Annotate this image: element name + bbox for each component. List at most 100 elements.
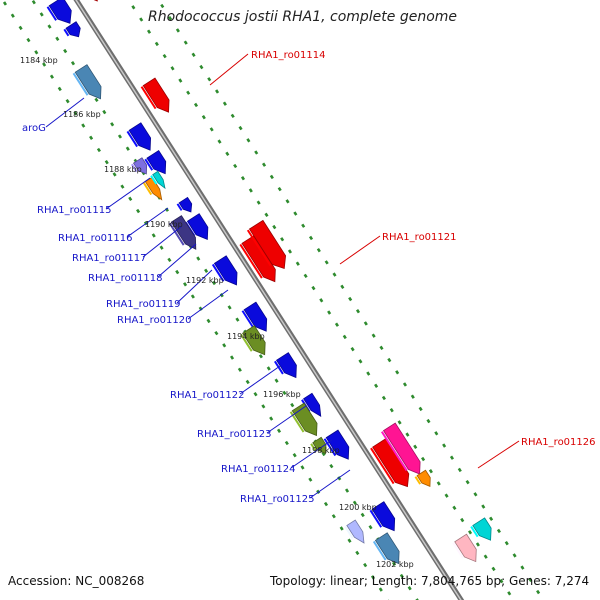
label-connector xyxy=(45,97,85,128)
blue-gene-arrow-body xyxy=(65,21,81,38)
tick-mark xyxy=(452,505,457,511)
gene-RHA1_ro01115 xyxy=(130,157,148,175)
tick-mark xyxy=(254,150,259,155)
tick-mark xyxy=(18,25,23,31)
tick-mark xyxy=(262,162,267,167)
gene-label: RHA1_ro01117 xyxy=(72,253,147,264)
gene-pink-highlight xyxy=(452,542,464,559)
tick-mark xyxy=(303,273,308,279)
blue-gene-arrow-highlight xyxy=(176,203,183,211)
gene-RHA1_ro01126 xyxy=(380,422,421,475)
label-connector xyxy=(339,235,381,265)
tick-mark xyxy=(125,146,130,151)
tick-mark xyxy=(323,501,329,507)
tick-mark xyxy=(47,24,52,29)
tick-mark xyxy=(321,451,326,457)
tick-mark xyxy=(280,237,285,242)
tick-mark xyxy=(378,587,383,592)
rna-arrow-red-highlight xyxy=(370,447,395,485)
tick-mark xyxy=(499,578,504,584)
blue-gene-arrow-body xyxy=(146,150,167,175)
gene-pink xyxy=(452,533,477,563)
position-tick-label: 1198 kbp xyxy=(302,446,340,455)
tick-mark xyxy=(348,296,353,302)
tick-mark xyxy=(520,565,525,570)
tick-mark xyxy=(168,16,173,21)
blue-gene-arrow-body xyxy=(275,352,297,379)
tick-mark xyxy=(49,74,54,79)
blue-gene-arrow xyxy=(323,429,350,460)
position-tick-label: 1196 kbp xyxy=(263,390,301,399)
tick-mark xyxy=(276,428,282,433)
label-connector xyxy=(309,469,351,499)
gene-labels: RHA1_ro01114aroGRHA1_ro01115RHA1_ro01116… xyxy=(22,50,596,505)
tick-mark xyxy=(167,257,172,263)
tick-mark xyxy=(308,235,314,241)
tick-mark xyxy=(159,245,164,250)
position-tick-label: 1194 kbp xyxy=(227,332,265,341)
blue-gene-arrow-highlight xyxy=(211,263,225,282)
gene-steelblue xyxy=(372,532,400,565)
tick-mark xyxy=(10,13,15,18)
label-connector xyxy=(477,440,520,469)
gene-RHA1_ro01121 xyxy=(246,219,287,270)
label-connector xyxy=(105,177,151,210)
tick-mark xyxy=(293,211,298,216)
tick-mark xyxy=(475,542,480,547)
tick-mark xyxy=(55,36,60,41)
tick-mark xyxy=(233,163,238,169)
tick-mark xyxy=(407,586,412,591)
tick-mark xyxy=(131,5,136,10)
tick-mark xyxy=(290,402,295,408)
gene-orange-tail xyxy=(414,469,431,487)
tick-mark xyxy=(358,359,363,364)
gene-RHA1_ro01117-body xyxy=(152,170,166,190)
tick-mark xyxy=(136,208,141,214)
blue-gene-arrow-highlight xyxy=(323,438,337,457)
tick-mark xyxy=(402,382,408,387)
label-connector xyxy=(157,243,197,278)
tick-mark xyxy=(391,561,397,566)
tick-mark xyxy=(214,330,219,336)
tick-mark xyxy=(191,52,196,58)
blue-gene-arrow-highlight xyxy=(274,360,284,375)
gene-pink-body xyxy=(454,533,477,563)
tick-mark xyxy=(230,113,235,119)
label-connector xyxy=(176,269,213,304)
tick-mark xyxy=(468,530,473,535)
blue-gene-arrow-body xyxy=(371,501,396,532)
accession-text: Accession: NC_008268 xyxy=(8,574,145,588)
tick-mark xyxy=(96,147,101,153)
genome-title: Rhodococcus jostii RHA1, complete genome xyxy=(148,9,458,25)
tick-mark xyxy=(342,334,347,340)
blue-gene-arrow xyxy=(241,301,268,332)
gene-RHA1_ro01115-highlight xyxy=(130,163,138,173)
gene-steelblue-body xyxy=(374,532,400,565)
tick-mark xyxy=(261,404,266,409)
gene-aroG xyxy=(72,64,102,100)
tick-mark xyxy=(410,394,415,399)
gene-features xyxy=(46,0,492,565)
blue-gene-arrow-body xyxy=(243,301,268,332)
tick-mark xyxy=(2,1,8,6)
tick-mark xyxy=(481,504,486,509)
tick-mark xyxy=(473,492,478,497)
tick-mark xyxy=(183,282,188,287)
tick-mark xyxy=(277,186,282,192)
tick-mark xyxy=(371,333,376,338)
tick-mark xyxy=(337,476,342,481)
tick-mark xyxy=(269,174,274,180)
tick-mark xyxy=(225,151,230,156)
tick-mark xyxy=(204,268,209,273)
gene-label: RHA1_ro01115 xyxy=(37,205,112,216)
tick-mark xyxy=(201,114,206,120)
tick-mark xyxy=(117,134,123,139)
tick-mark xyxy=(42,62,47,67)
position-tick-label: 1184 kbp xyxy=(20,56,58,65)
tick-mark xyxy=(196,256,201,261)
tick-mark xyxy=(284,440,289,446)
blue-gene-arrow xyxy=(144,150,167,175)
blue-gene-arrow-body xyxy=(186,213,209,240)
tick-mark xyxy=(327,310,332,315)
